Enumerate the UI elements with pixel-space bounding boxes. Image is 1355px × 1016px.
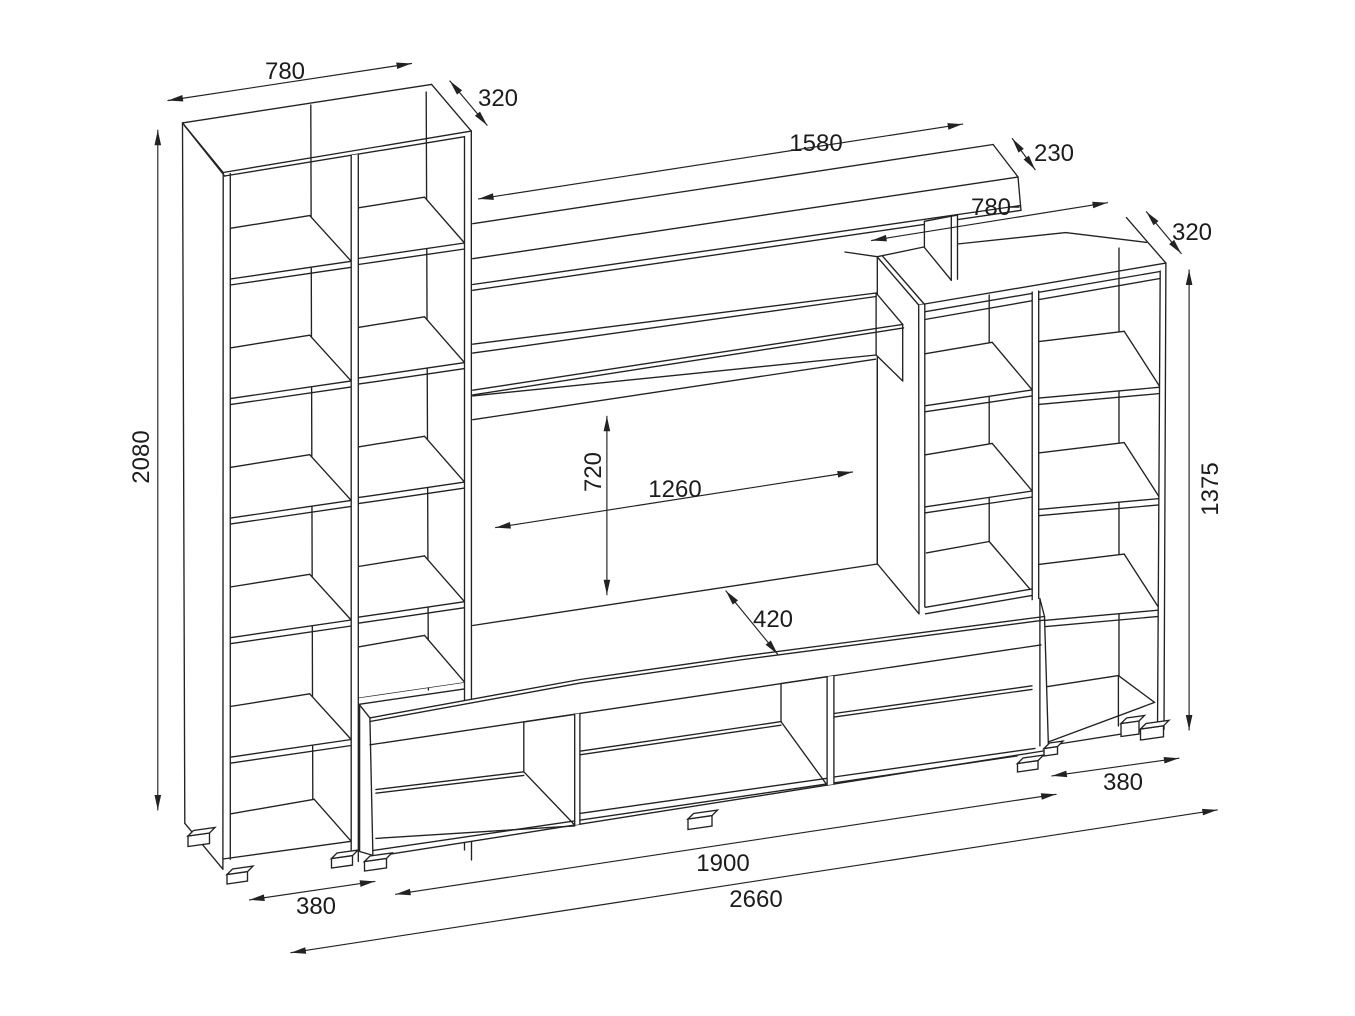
svg-text:420: 420: [753, 606, 793, 633]
svg-text:230: 230: [1034, 140, 1074, 167]
svg-text:2660: 2660: [729, 886, 782, 913]
svg-text:380: 380: [1103, 769, 1143, 796]
svg-text:1900: 1900: [696, 850, 749, 877]
svg-text:780: 780: [265, 58, 305, 85]
svg-text:1580: 1580: [789, 130, 842, 157]
svg-text:780: 780: [971, 194, 1011, 221]
svg-text:2080: 2080: [128, 430, 155, 483]
svg-text:1375: 1375: [1197, 462, 1224, 515]
svg-text:720: 720: [580, 452, 607, 492]
svg-text:1260: 1260: [648, 476, 701, 503]
svg-text:320: 320: [478, 85, 518, 112]
svg-text:320: 320: [1172, 219, 1212, 246]
svg-text:380: 380: [296, 893, 336, 920]
